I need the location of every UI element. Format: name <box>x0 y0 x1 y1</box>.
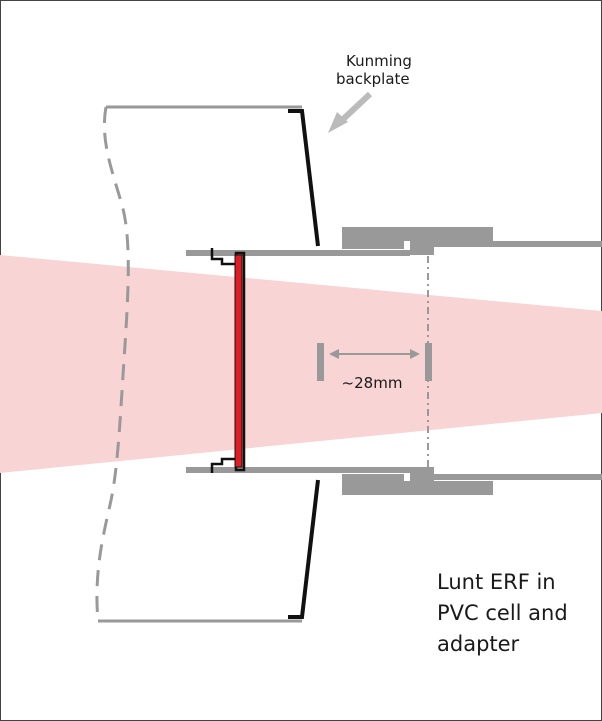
backplate-annotation-line1: Kunming <box>346 52 412 70</box>
lunt-erf-filter <box>234 254 243 468</box>
dimension-label: ~28mm <box>342 374 403 392</box>
adapter <box>342 227 493 495</box>
annotation-arrow <box>328 91 373 133</box>
filter-bracket <box>210 248 246 473</box>
caption-line2: PVC cell and <box>437 601 568 625</box>
backplate-annotation-line2: backplate <box>336 70 410 88</box>
light-beam <box>0 255 602 473</box>
dimension-marker <box>317 343 432 381</box>
pvc-tube <box>186 241 602 480</box>
caption-line3: adapter <box>437 632 520 656</box>
kunming-backplate <box>288 109 320 619</box>
lens-cell-dashed-outline <box>95 106 130 622</box>
caption-line1: Lunt ERF in <box>437 570 556 594</box>
